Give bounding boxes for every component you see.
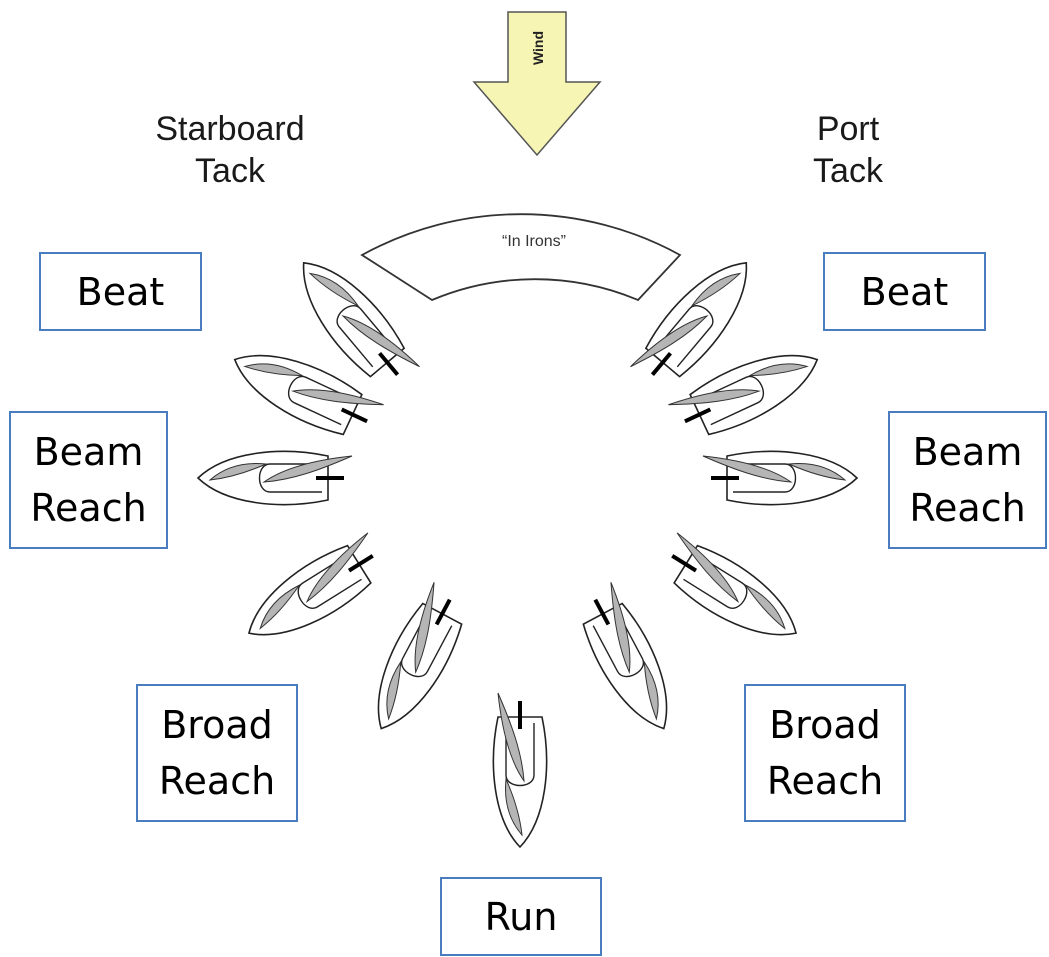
boat-port-beam-reach [702, 450, 859, 506]
jib [243, 363, 305, 377]
boat-run [492, 692, 548, 849]
mainsail [610, 582, 631, 675]
label-port-beam-reach: Beam Reach [888, 411, 1047, 549]
label-run: Run [440, 877, 602, 956]
tiller [684, 407, 712, 424]
jib [208, 463, 268, 481]
starboard-tack-heading: Starboard Tack [155, 110, 305, 190]
jib [747, 363, 809, 377]
mainsail [668, 389, 761, 406]
tiller [340, 407, 368, 424]
mainsail [497, 692, 525, 783]
tiller [347, 554, 374, 573]
cockpit-outline [655, 305, 714, 368]
in-irons-sector [360, 213, 682, 302]
boat-starboard-broad-reach [377, 582, 463, 730]
hull-outline [377, 602, 463, 730]
mainsail [341, 315, 420, 368]
label-starboard-broad-reach: Broad Reach [136, 684, 298, 822]
boat-port-close-reach [668, 354, 819, 436]
mainsail [630, 315, 709, 368]
mainsail [262, 455, 353, 483]
boat-port-wide-reach [671, 532, 798, 636]
cockpit-outline [592, 612, 645, 678]
tiller [593, 598, 611, 626]
mainsail [291, 389, 384, 406]
port-tack-heading: Port Tack [813, 110, 883, 190]
cockpit-outline [288, 375, 354, 426]
boat-silhouettes [196, 261, 859, 849]
boat-starboard-close-reach [233, 354, 384, 436]
cockpit-outline [698, 375, 764, 426]
in-irons-label: “In Irons” [502, 233, 566, 250]
jib [690, 272, 742, 308]
jib [643, 660, 659, 721]
hull-outline [247, 544, 372, 636]
tiller [650, 351, 672, 376]
boat-starboard-beam-reach [196, 450, 353, 506]
jib [308, 272, 360, 308]
label-starboard-beam-reach: Beam Reach [9, 411, 168, 549]
jib [744, 583, 786, 630]
boat-port-beat [630, 261, 748, 378]
cockpit-outline [297, 554, 362, 609]
label-port-broad-reach: Broad Reach [744, 684, 906, 822]
tiller [671, 554, 698, 573]
jib [386, 660, 402, 721]
cockpit-outline [336, 305, 395, 368]
wind-arrow [472, 11, 602, 157]
mainsail [305, 532, 369, 604]
cockpit-outline [733, 463, 797, 493]
mainsail [414, 582, 435, 675]
boat-starboard-beat [302, 261, 420, 378]
jib [505, 777, 523, 837]
boat-port-broad-reach [582, 582, 668, 730]
cockpit-outline [258, 463, 322, 493]
mainsail [676, 532, 740, 604]
cockpit-outline [400, 612, 453, 678]
hull-outline [689, 354, 819, 436]
boat-starboard-wide-reach [247, 532, 374, 636]
hull-outline [582, 602, 668, 730]
mainsail [702, 455, 793, 483]
cockpit-outline [505, 723, 535, 787]
wind-arrow-label: Wind [530, 31, 546, 65]
label-port-beat: Beat [823, 252, 986, 331]
tiller [434, 598, 452, 626]
label-starboard-beat: Beat [39, 252, 202, 331]
jib [259, 583, 301, 630]
jib [787, 463, 847, 481]
hull-outline [673, 544, 798, 636]
cockpit-outline [683, 554, 748, 609]
tiller [378, 351, 400, 376]
